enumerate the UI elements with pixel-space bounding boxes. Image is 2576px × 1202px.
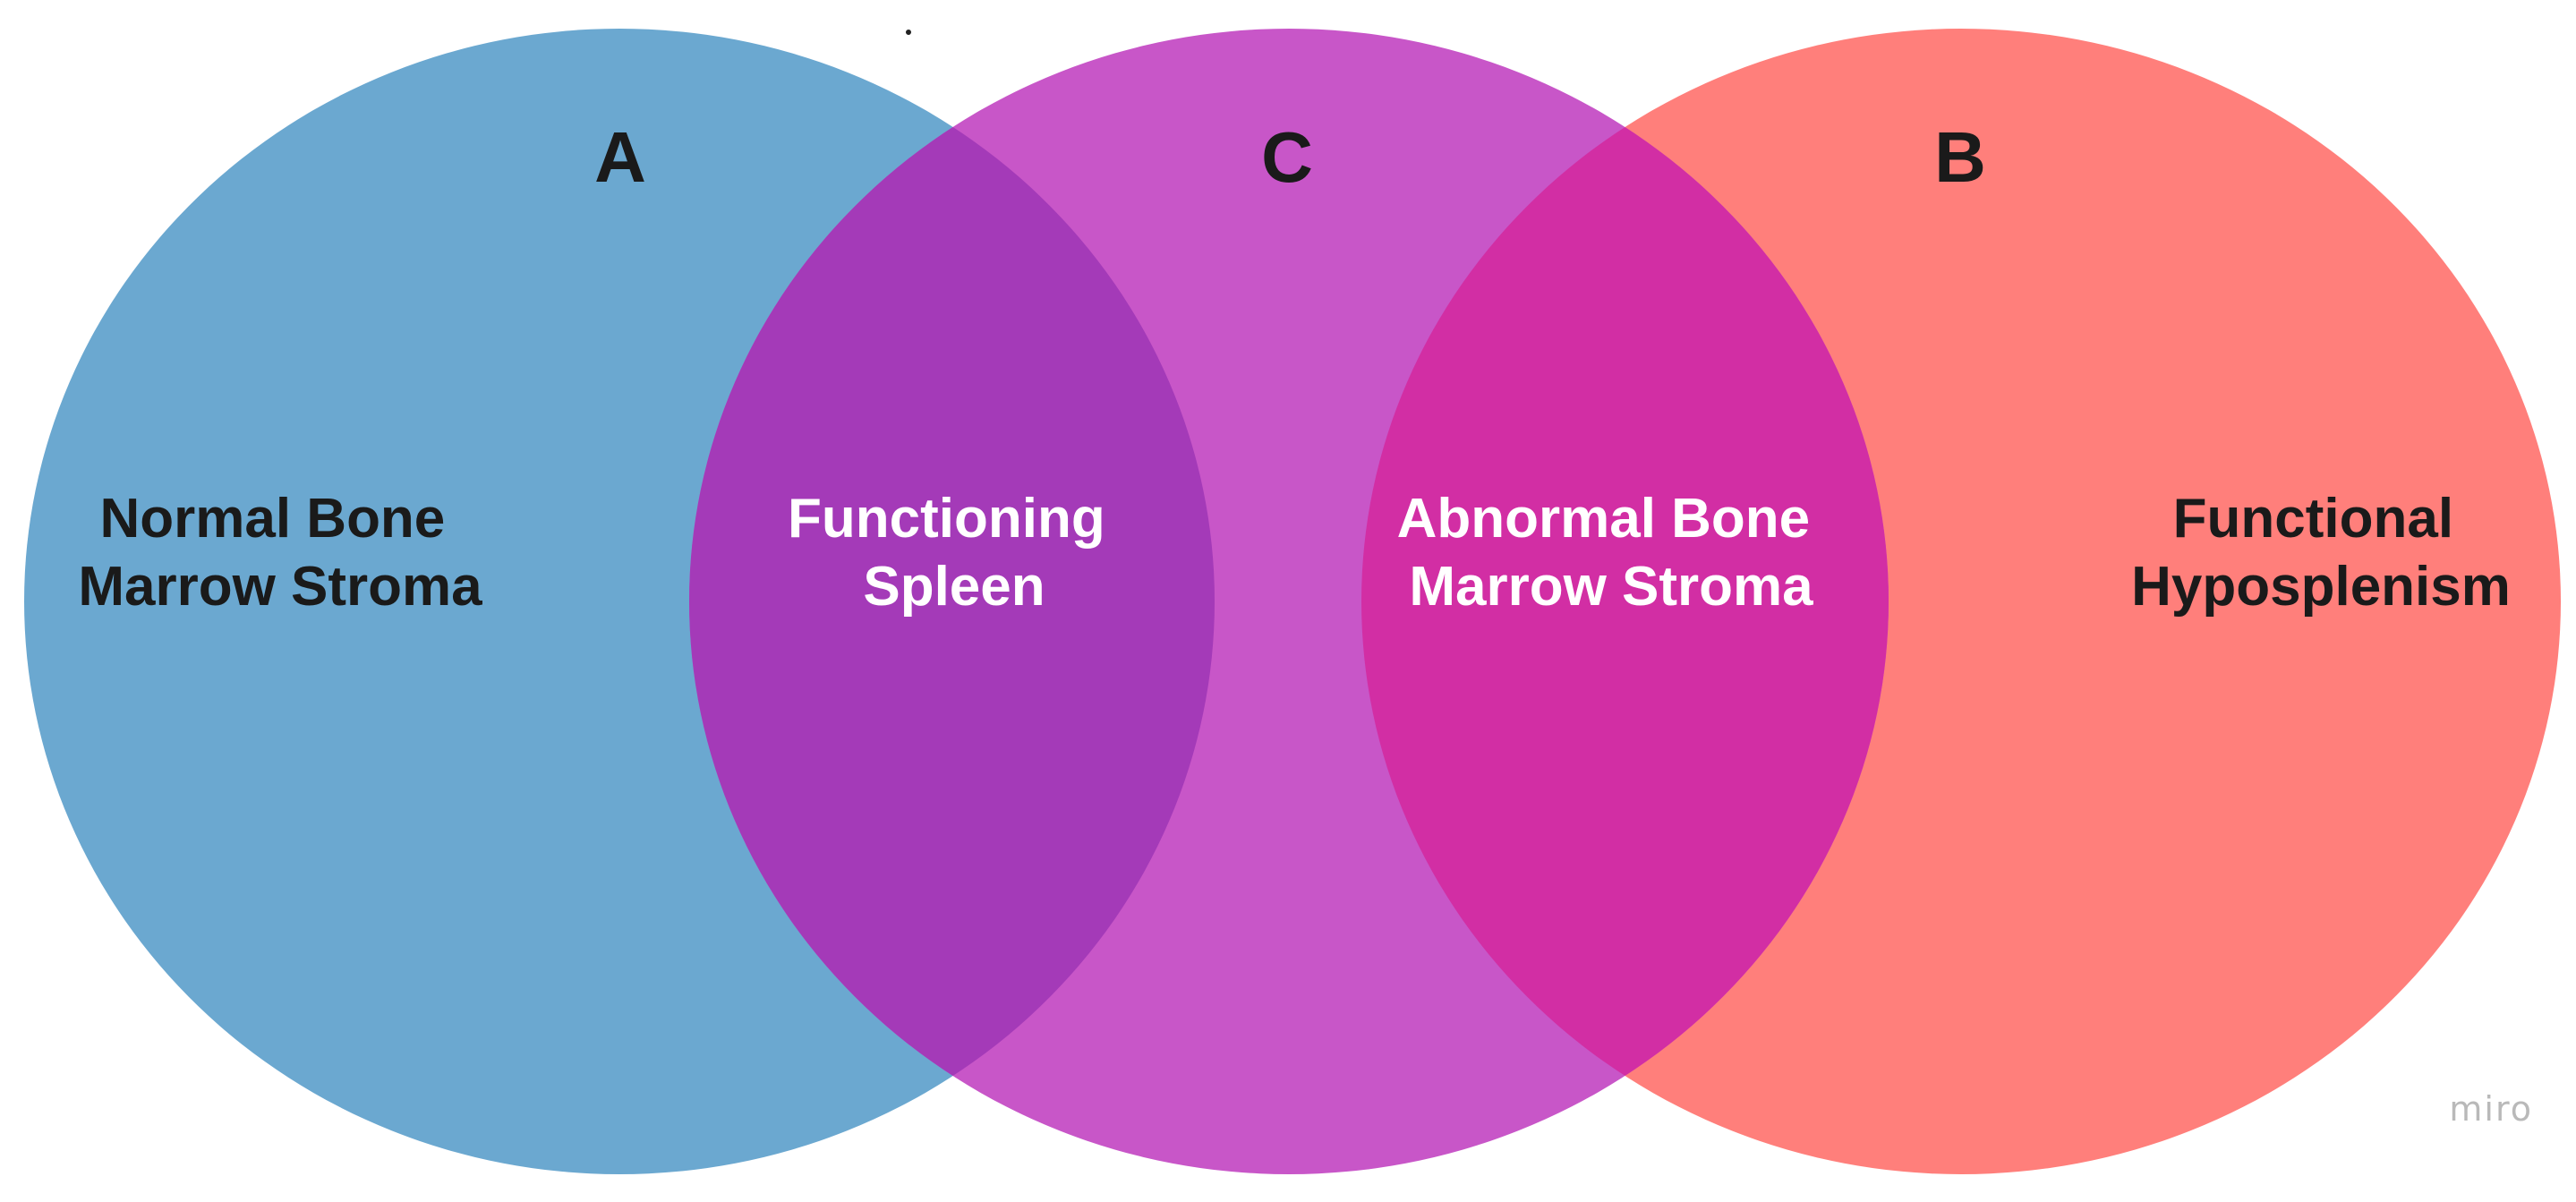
label-c-b-line1: Abnormal Bone: [1397, 488, 1811, 550]
label-b-only-line1: Functional: [2173, 488, 2453, 550]
label-b-only-line2: Hyposplenism: [2131, 556, 2511, 618]
set-c-letter: C: [1261, 117, 1313, 197]
overlap-c-b: [1361, 29, 1889, 1174]
label-a-c-line2: Spleen: [863, 556, 1045, 618]
label-a-only-line2: Marrow Stroma: [78, 556, 482, 618]
label-c-b: Abnormal Bone Marrow Stroma: [1397, 488, 1826, 618]
label-a-c: Functioning Spleen: [788, 488, 1121, 618]
label-a-c-line1: Functioning: [788, 488, 1105, 550]
stray-dot: [906, 30, 911, 35]
miro-watermark: miro: [2449, 1089, 2533, 1129]
label-c-b-line2: Marrow Stroma: [1409, 556, 1813, 618]
set-b-letter: B: [1934, 117, 1986, 197]
set-a-letter: A: [594, 117, 646, 197]
label-a-only: Normal Bone Marrow Stroma: [78, 488, 482, 618]
overlap-a-c: [689, 29, 1215, 1174]
label-b-only: Functional Hyposplenism: [2131, 488, 2511, 618]
label-a-only-line1: Normal Bone: [99, 488, 445, 550]
